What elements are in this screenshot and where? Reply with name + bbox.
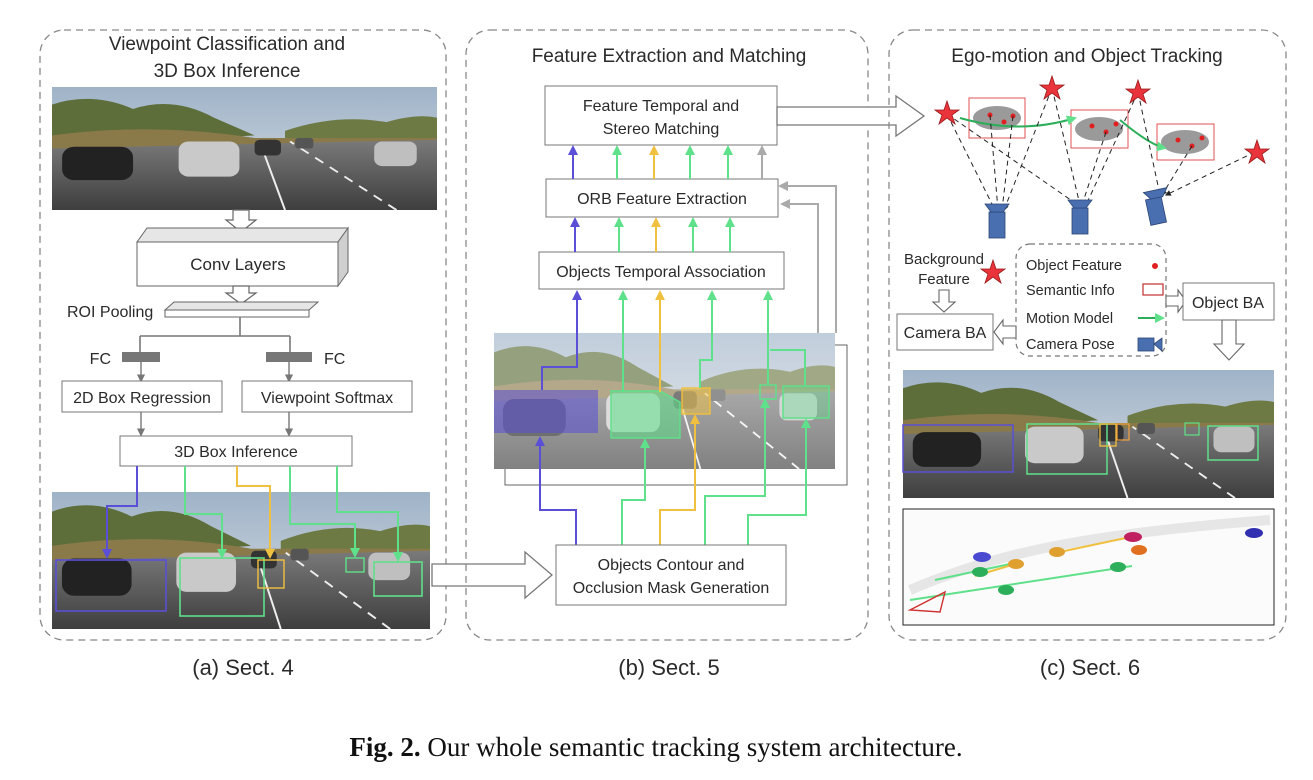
orb-extraction-box bbox=[545, 178, 779, 218]
panel-b-caption: (b) Sect. 5 bbox=[618, 655, 719, 680]
panel-c-title: Ego-motion and Object Tracking bbox=[951, 46, 1222, 67]
panel-b-title: Feature Extraction and Matching bbox=[532, 46, 807, 67]
panel-a-caption: (a) Sect. 4 bbox=[192, 655, 293, 680]
panel-b-to-c-arrow-icon bbox=[776, 94, 926, 138]
background-star-icon bbox=[979, 258, 1007, 285]
legend-camera-pose: Camera Pose bbox=[1026, 337, 1115, 353]
camera-pose-icon bbox=[1137, 337, 1163, 352]
panel-c-image bbox=[902, 370, 1274, 498]
temporal-stereo-matching-box bbox=[544, 85, 778, 146]
orb-extraction-label: ORB Feature Extraction bbox=[577, 191, 747, 208]
box-2d-regression bbox=[61, 380, 223, 413]
panel-c-border bbox=[888, 29, 1287, 641]
figure-caption-text: Our whole semantic tracking system archi… bbox=[427, 732, 962, 762]
panel-b-image bbox=[494, 333, 835, 469]
panel-a-title-line2: 3D Box Inference bbox=[154, 61, 301, 82]
legend-motion-model: Motion Model bbox=[1026, 311, 1113, 327]
semantic-info-box-icon bbox=[1142, 283, 1164, 296]
fc-right-label: FC bbox=[324, 351, 345, 368]
roi-pooling-slab bbox=[164, 309, 310, 318]
contour-line1: Objects Contour and bbox=[598, 557, 745, 574]
figure-caption-label: Fig. 2. bbox=[349, 732, 420, 762]
fc-right-block bbox=[266, 352, 312, 362]
box-3d-inference bbox=[119, 435, 353, 467]
panel-a-border bbox=[39, 29, 447, 641]
panel-a-to-b-arrow-icon bbox=[431, 550, 554, 600]
hollow-arrow-icon bbox=[224, 209, 258, 233]
roi-pooling-label: ROI Pooling bbox=[67, 304, 153, 321]
temporal-association-box bbox=[538, 251, 785, 290]
panel-a-input-image bbox=[52, 87, 437, 210]
legend-object-feature: Object Feature bbox=[1026, 258, 1122, 274]
panel-c-3d-map bbox=[902, 508, 1275, 626]
panel-c-caption: (c) Sect. 6 bbox=[1040, 655, 1140, 680]
figure-caption: Fig. 2. Our whole semantic tracking syst… bbox=[349, 732, 962, 762]
temporal-stereo-line1: Feature Temporal and bbox=[583, 98, 739, 115]
fc-left-label: FC bbox=[90, 351, 111, 368]
background-line1: Background bbox=[904, 251, 984, 268]
fc-left-block bbox=[122, 352, 160, 362]
contour-mask-box bbox=[555, 544, 787, 606]
camera-icon bbox=[984, 187, 1168, 239]
hollow-arrow-left-icon bbox=[993, 318, 1017, 346]
hollow-arrow-icon bbox=[224, 285, 258, 305]
legend-semantic-info: Semantic Info bbox=[1026, 283, 1115, 299]
hollow-arrow-icon bbox=[1212, 319, 1246, 361]
camera-ba-label: Camera BA bbox=[904, 325, 987, 342]
conv-layers-box bbox=[136, 241, 339, 287]
contour-line2: Occlusion Mask Generation bbox=[573, 580, 770, 597]
viewpoint-softmax-box bbox=[241, 380, 413, 413]
temporal-association-label: Objects Temporal Association bbox=[556, 264, 766, 281]
hollow-arrow-icon bbox=[931, 289, 957, 313]
hollow-arrow-icon bbox=[1165, 288, 1187, 314]
object-feature-dot-icon bbox=[1152, 263, 1158, 269]
camera-ba-box bbox=[896, 313, 994, 351]
object-ba-box bbox=[1182, 282, 1275, 321]
temporal-stereo-line2: Stereo Matching bbox=[603, 121, 720, 138]
conv-layers-label: Conv Layers bbox=[190, 255, 285, 274]
star-icon bbox=[933, 74, 1271, 165]
panel-a-title-line1: Viewpoint Classification and bbox=[109, 34, 345, 55]
legend-box bbox=[1015, 243, 1167, 357]
box-3d-inference-label: 3D Box Inference bbox=[174, 444, 298, 461]
object-ba-label: Object BA bbox=[1192, 295, 1264, 312]
tracking-sketch bbox=[933, 74, 1271, 239]
background-line2: Feature bbox=[918, 271, 970, 288]
viewpoint-softmax-label: Viewpoint Softmax bbox=[261, 390, 393, 407]
box-2d-regression-label: 2D Box Regression bbox=[73, 390, 211, 407]
panel-b-border bbox=[465, 29, 869, 641]
